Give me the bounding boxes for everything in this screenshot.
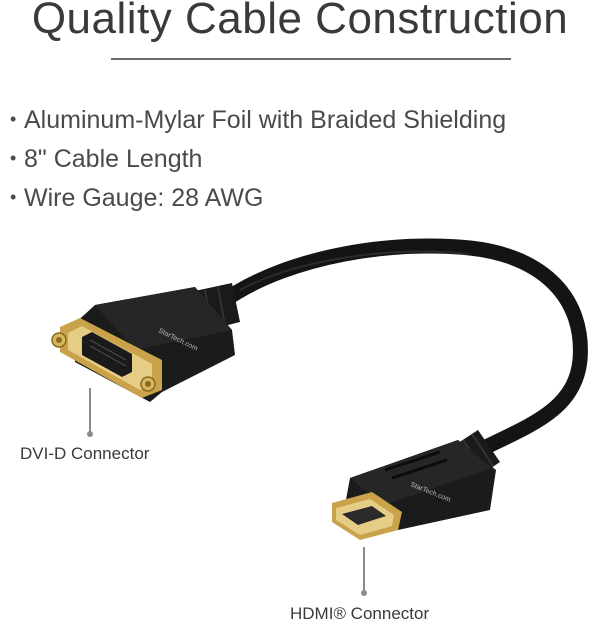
feature-item: • Wire Gauge: 28 AWG (10, 178, 506, 217)
callout-dot (361, 590, 367, 596)
bullet-icon: • (10, 187, 17, 207)
page-title: Quality Cable Construction (31, 0, 569, 43)
cable (217, 238, 588, 458)
feature-text: Aluminum-Mylar Foil with Braided Shieldi… (24, 106, 507, 134)
feature-text: 8" Cable Length (24, 145, 203, 173)
dvi-connector-label: DVI-D Connector (20, 444, 150, 463)
dvi-callout-line (87, 388, 93, 437)
bullet-icon: • (10, 148, 17, 168)
feature-item: • Aluminum-Mylar Foil with Braided Shield… (10, 100, 506, 139)
hdmi-connector-label: HDMI® Connector (290, 604, 430, 623)
feature-text: Wire Gauge: 28 AWG (24, 184, 264, 212)
feature-list: • Aluminum-Mylar Foil with Braided Shield… (10, 100, 506, 217)
cable-highlight (239, 250, 469, 291)
feature-item: • 8" Cable Length (10, 139, 506, 178)
hdmi-connector: StarTech.com (332, 430, 500, 540)
dvi-connector: StarTech.com (51, 283, 240, 402)
callout-dot (87, 431, 93, 437)
hdmi-callout-line (361, 547, 367, 596)
bullet-icon: • (10, 109, 17, 129)
title-underline (111, 58, 511, 60)
